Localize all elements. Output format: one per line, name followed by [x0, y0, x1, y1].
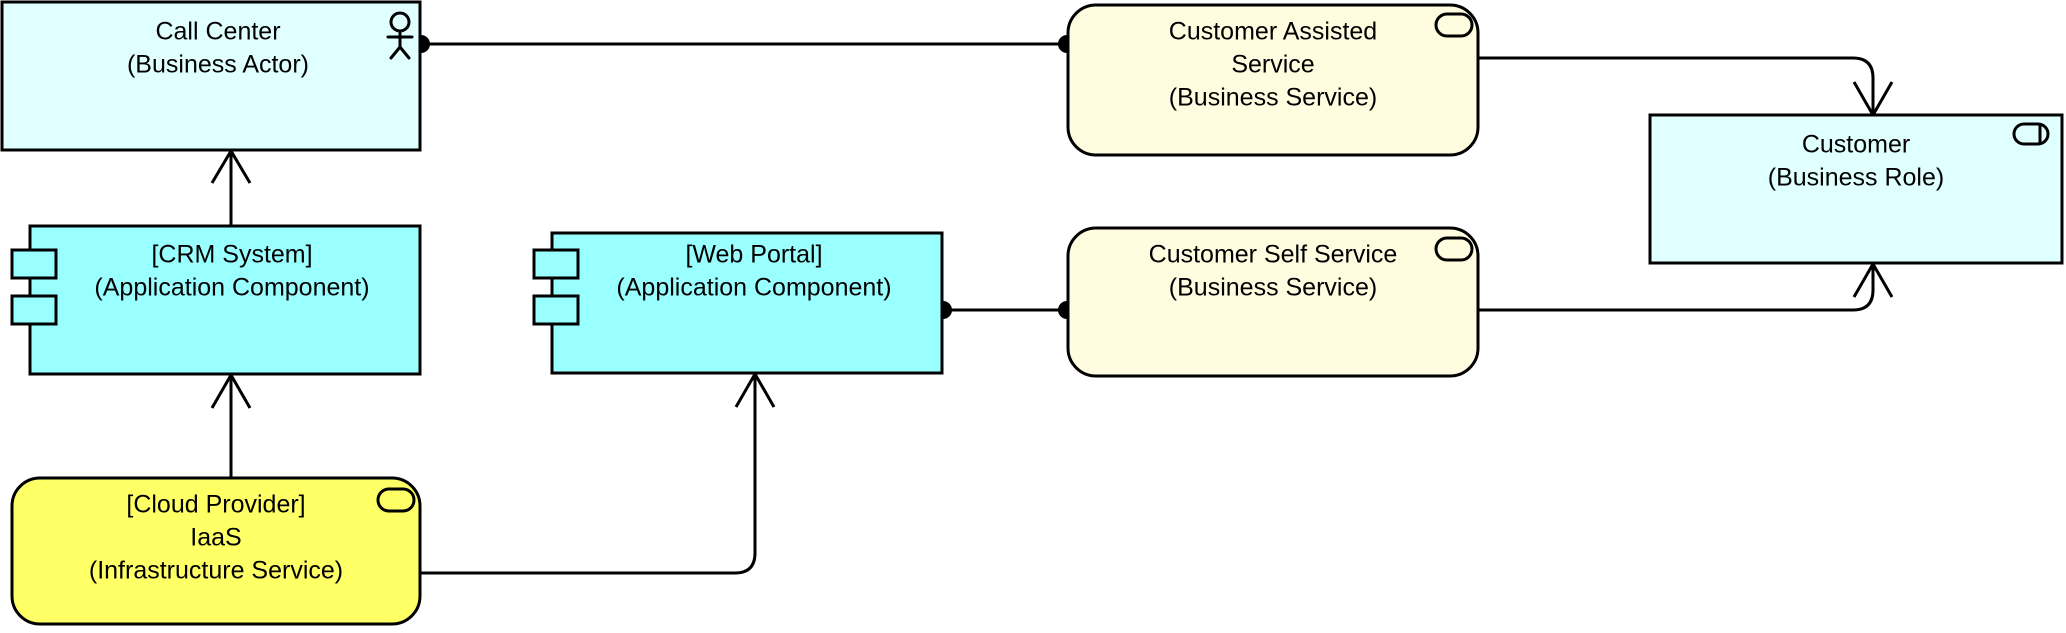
node-title-line2: (Application Component): [616, 274, 891, 302]
application-component-icon: [10, 248, 58, 326]
edge-call-center-to-customer-assisted-service[interactable]: [412, 35, 1076, 53]
node-title-line1: Call Center: [155, 18, 280, 46]
node-title-line3: (Infrastructure Service): [89, 557, 343, 585]
node-body: [1066, 3, 1480, 157]
service-pill-icon: [1434, 236, 1474, 262]
node-crm-system[interactable]: [CRM System] (Application Component): [10, 224, 422, 376]
node-call-center[interactable]: Call Center (Business Actor): [0, 0, 422, 152]
node-body: [1066, 226, 1480, 378]
node-title-line1: Customer: [1802, 131, 1910, 159]
edge-crm-system-to-call-center[interactable]: [210, 148, 252, 226]
node-title-line2: Service: [1231, 51, 1314, 79]
node-title-line2: IaaS: [190, 524, 241, 552]
node-cloud-provider-iaas[interactable]: [Cloud Provider] IaaS (Infrastructure Se…: [10, 476, 422, 626]
service-pill-icon: [376, 487, 416, 513]
edge-path: [1478, 56, 1875, 114]
node-title-line1: Customer Self Service: [1149, 241, 1398, 269]
application-component-icon: [532, 248, 580, 326]
service-pill-icon: [1434, 12, 1474, 38]
edge-customer-assisted-service-to-customer[interactable]: [1478, 56, 1894, 119]
business-actor-icon: [386, 11, 414, 60]
node-body: [10, 476, 422, 626]
node-body: [1648, 113, 2064, 265]
node-title-line1: [Web Portal]: [685, 241, 822, 269]
edge-cloud-provider-to-web-portal[interactable]: [420, 370, 776, 575]
node-title-line1: [Cloud Provider]: [126, 491, 305, 519]
edge-layer: [210, 35, 1894, 575]
node-web-portal[interactable]: [Web Portal] (Application Component): [532, 231, 944, 375]
node-title-line2: (Business Role): [1768, 164, 1944, 192]
node-customer[interactable]: Customer (Business Role): [1648, 113, 2064, 265]
edge-path: [1478, 265, 1875, 312]
node-title-line1: Customer Assisted: [1169, 18, 1377, 46]
node-body: [28, 224, 422, 376]
node-title-line1: [CRM System]: [151, 241, 312, 269]
node-title-line2: (Application Component): [94, 274, 369, 302]
edge-customer-self-service-to-customer[interactable]: [1478, 260, 1894, 312]
node-customer-self-service[interactable]: Customer Self Service (Business Service): [1066, 226, 1480, 378]
node-title-line2: (Business Service): [1169, 274, 1377, 302]
edge-web-portal-to-customer-self-service[interactable]: [934, 301, 1076, 319]
node-body: [0, 0, 422, 152]
node-title-line3: (Business Service): [1169, 84, 1377, 112]
node-customer-assisted-service[interactable]: Customer Assisted Service (Business Serv…: [1066, 3, 1480, 157]
business-role-icon: [2012, 122, 2050, 146]
edge-path: [420, 375, 757, 575]
node-body: [550, 231, 944, 375]
edge-cloud-provider-to-crm-system[interactable]: [210, 371, 252, 478]
node-title-line2: (Business Actor): [127, 51, 309, 79]
